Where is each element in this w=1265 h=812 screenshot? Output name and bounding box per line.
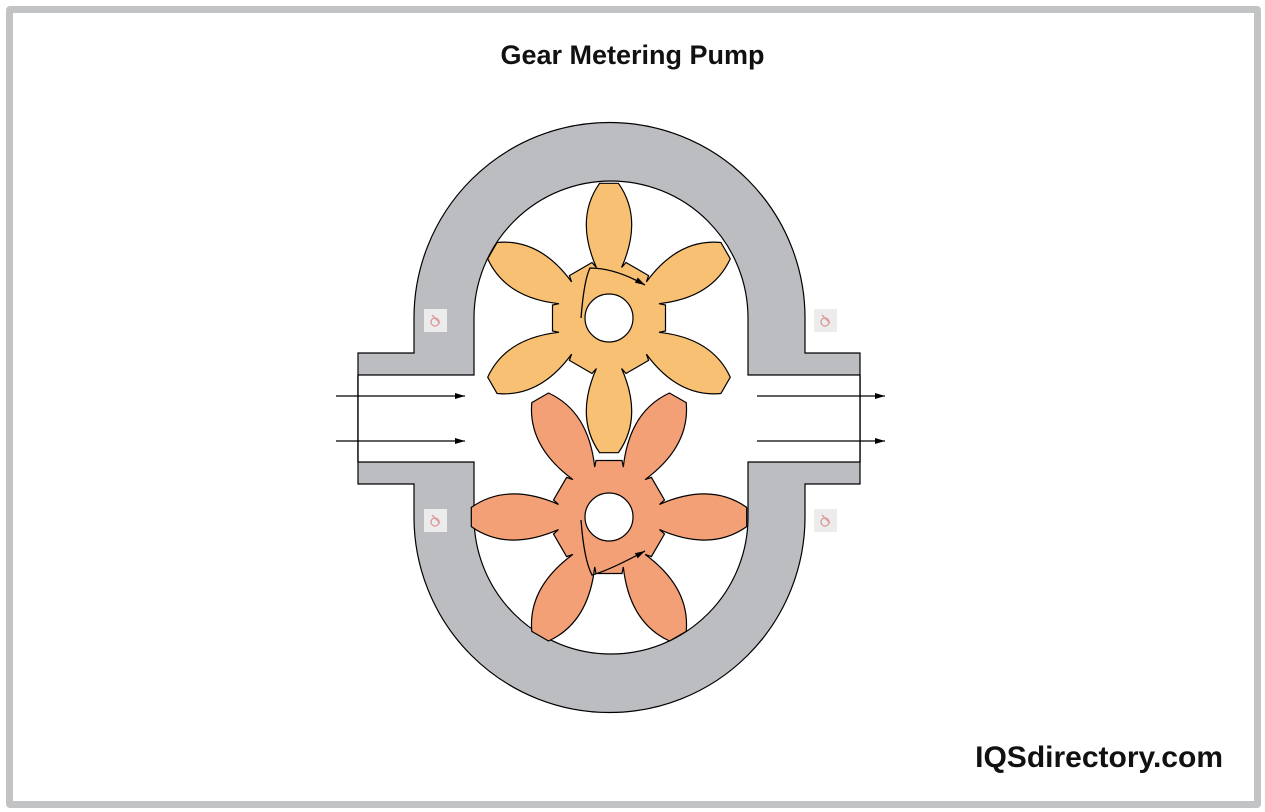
diagram-title: Gear Metering Pump: [500, 40, 765, 70]
driven-gear-rotation-arrow: [580, 519, 646, 576]
drive-gear-rotation-arrow: [580, 267, 646, 319]
watermark-icon: [424, 309, 447, 332]
watermark-icon: [814, 509, 837, 532]
brand-logo-text: IQSdirectory.com: [975, 741, 1223, 774]
watermark-icon: [424, 509, 447, 532]
driven-gear-shaft-hole: [584, 492, 634, 542]
drive-gear-shaft-hole: [584, 293, 634, 343]
watermark-icon: [814, 309, 837, 332]
